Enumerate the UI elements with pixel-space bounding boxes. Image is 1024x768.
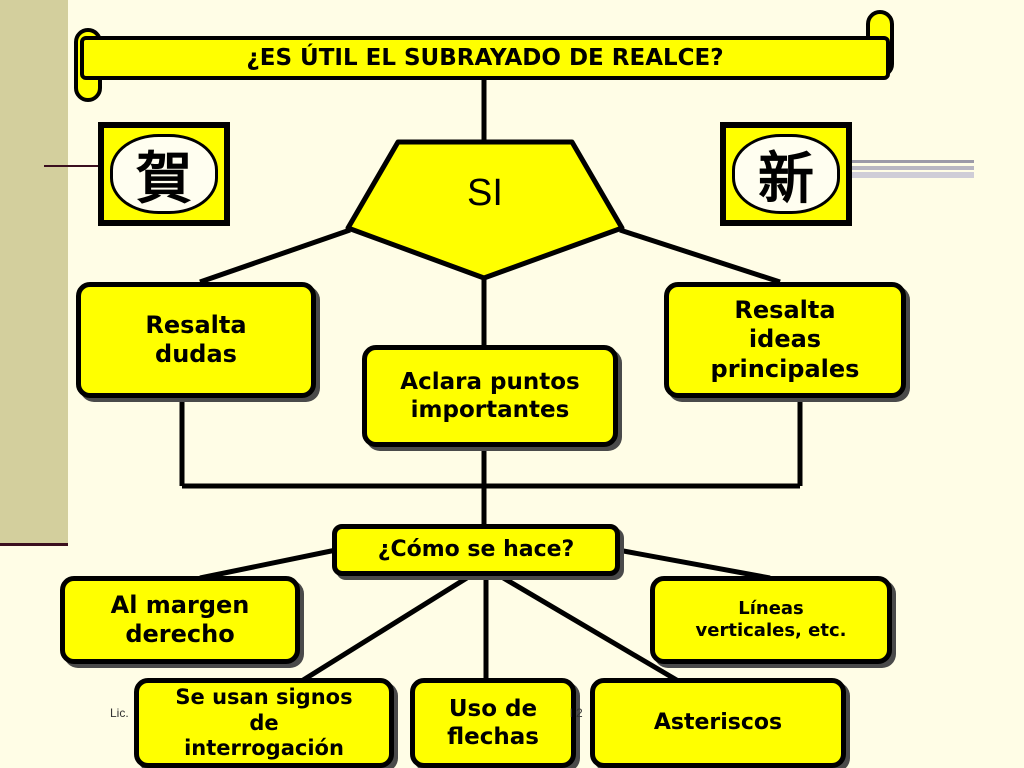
node-label: Resalta dudas <box>145 310 247 368</box>
node-lineas-verticales: Líneas verticales, etc. <box>650 576 892 664</box>
connector-si-right <box>619 227 781 285</box>
node-label: ¿Cómo se hace? <box>377 536 575 562</box>
footer-text-mid: l 2 <box>570 706 583 720</box>
kanji-emblem-right: 新 <box>720 122 852 226</box>
node-asteriscos: Asteriscos <box>590 678 846 768</box>
footer-text-left: Lic. <box>110 706 129 720</box>
node-label: Se usan signos de interrogación <box>175 685 353 761</box>
decorative-rule-left <box>44 165 100 167</box>
answer-label: SI <box>467 172 503 214</box>
node-label: Uso de flechas <box>447 695 539 750</box>
title-banner: ¿ES ÚTIL EL SUBRAYADO DE REALCE? <box>80 36 890 80</box>
node-signos: Se usan signos de interrogación <box>134 678 394 768</box>
node-label: Líneas verticales, etc. <box>695 598 847 641</box>
node-resalta-dudas: Resalta dudas <box>76 282 316 398</box>
node-label: Asteriscos <box>653 709 783 735</box>
side-band-rule <box>0 543 68 546</box>
connector-how-signs <box>298 573 472 685</box>
kanji-glyph-left: 賀 <box>136 146 192 212</box>
connector-how-vertical <box>617 547 771 581</box>
node-aclara-puntos: Aclara puntos importantes <box>362 345 618 447</box>
kanji-emblem-left: 賀 <box>98 122 230 226</box>
node-resalta-ideas: Resalta ideas principales <box>664 282 906 398</box>
connector-how-margin <box>199 547 337 581</box>
node-como-se-hace: ¿Cómo se hace? <box>332 524 620 576</box>
page-title: ¿ES ÚTIL EL SUBRAYADO DE REALCE? <box>246 45 724 71</box>
node-al-margen: Al margen derecho <box>60 576 300 664</box>
node-label: Resalta ideas principales <box>710 296 860 383</box>
node-flechas: Uso de flechas <box>410 678 576 768</box>
connector-how-asterisks <box>498 573 682 685</box>
kanji-glyph-right: 新 <box>758 146 814 212</box>
node-label: Al margen derecho <box>110 590 250 648</box>
connector-si-left <box>199 227 351 285</box>
side-band <box>0 0 68 545</box>
node-label: Aclara puntos importantes <box>400 368 580 423</box>
decorative-rule-right <box>850 160 974 178</box>
